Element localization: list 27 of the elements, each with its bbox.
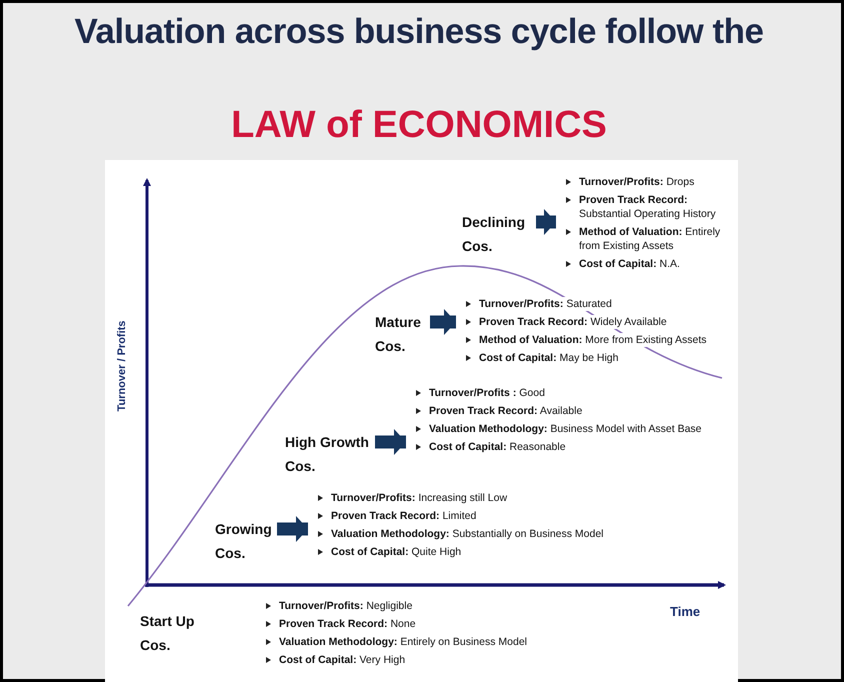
bullet-text: Turnover/Profits: Drops [579, 175, 694, 189]
bullet-text: Cost of Capital: May be High [479, 351, 618, 365]
axis-title: Time [670, 604, 700, 619]
block-arrow [536, 209, 556, 235]
stage-label: High Growth Cos. [285, 430, 375, 478]
bullet-text: Cost of Capital: Very High [279, 653, 406, 667]
bullet-text: Turnover/Profits: Negligible [279, 599, 412, 613]
bullet-text: Valuation Methodology: Business Model with Asset Base [429, 422, 702, 436]
stage-label: Declining Cos. [462, 210, 536, 258]
axis-title: Turnover / Profits [116, 320, 128, 414]
bullet-text: Method of Valuation: More from Existing Assets [479, 333, 707, 347]
bullet-text: Valuation Methodology: Substantially on Business Model [331, 527, 604, 541]
block-arrow [277, 516, 308, 542]
title: Valuation across business cycle follow the [74, 12, 764, 52]
bullet-text: Cost of Capital: N.A. [579, 257, 680, 271]
block-arrow [375, 429, 406, 455]
stage-label: Mature Cos. [375, 310, 430, 358]
stage-label: Start Up Cos. [140, 609, 210, 657]
bullet-text: Turnover/Profits: Saturated [479, 297, 612, 311]
subtitle: LAW of ECONOMICS [230, 104, 608, 147]
bullet-text: Cost of Capital: Reasonable [429, 440, 566, 454]
stage-label: Growing Cos. [215, 517, 277, 565]
bullet-text: Valuation Methodology: Entirely on Business Model [279, 635, 527, 649]
block-arrow [430, 309, 456, 335]
bullet-text: Turnover/Profits: Increasing still Low [331, 491, 508, 505]
bullet-text: Cost of Capital: Quite High [331, 545, 462, 559]
bullet-text: Proven Track Record: Widely Available [479, 315, 667, 329]
